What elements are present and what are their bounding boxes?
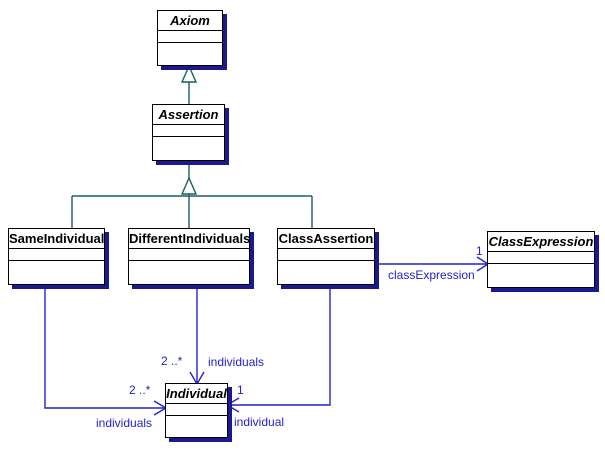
class-operations-assertion — [153, 137, 224, 160]
association-label-class-assertion-role: individual — [234, 415, 285, 429]
association-label-class-expression-role: classExpression — [388, 268, 475, 282]
generalization-bus-from-assertion — [72, 161, 312, 197]
class-attributes-individual — [166, 404, 227, 416]
class-name-different-individuals: DifferentIndividuals — [129, 229, 249, 249]
association-different-individuals-individual — [189, 285, 205, 386]
association-label-different-individuals-role: individuals — [208, 355, 265, 369]
class-operations-different-individuals — [129, 261, 249, 284]
association-multiplicity-same-individual: 2 ..* — [129, 383, 151, 397]
class-box-class-assertion[interactable]: ClassAssertion — [277, 228, 375, 285]
class-attributes-axiom — [158, 31, 222, 43]
class-box-axiom[interactable]: Axiom — [157, 10, 223, 66]
class-box-assertion[interactable]: Assertion — [152, 104, 225, 161]
class-operations-axiom — [158, 43, 222, 65]
class-attributes-class-assertion — [278, 249, 374, 261]
association-multiplicity-class-assertion: 1 — [237, 383, 244, 397]
class-operations-class-assertion — [278, 261, 374, 284]
class-name-same-individual: SameIndividual — [9, 229, 104, 249]
association-multiplicity-different-individuals: 2 ..* — [161, 354, 183, 368]
class-box-same-individual[interactable]: SameIndividual — [8, 228, 105, 285]
class-name-individual: Individual — [166, 384, 227, 404]
class-operations-class-expression — [488, 264, 594, 287]
class-operations-individual — [166, 416, 227, 437]
class-box-different-individuals[interactable]: DifferentIndividuals — [128, 228, 250, 285]
class-operations-same-individual — [9, 261, 104, 284]
class-attributes-assertion — [153, 125, 224, 137]
class-attributes-class-expression — [488, 252, 594, 264]
class-box-individual[interactable]: Individual — [165, 383, 228, 438]
class-attributes-different-individuals — [129, 249, 249, 261]
class-name-axiom: Axiom — [158, 11, 222, 31]
generalization-assertion-to-axiom — [180, 64, 198, 104]
association-multiplicity-class-expression: 1 — [476, 244, 483, 258]
class-box-class-expression[interactable]: ClassExpression — [487, 231, 595, 288]
class-name-class-assertion: ClassAssertion — [278, 229, 374, 249]
class-name-assertion: Assertion — [153, 105, 224, 125]
class-attributes-same-individual — [9, 249, 104, 261]
association-label-same-individual-role: individuals — [96, 416, 153, 430]
class-name-class-expression: ClassExpression — [488, 232, 594, 252]
